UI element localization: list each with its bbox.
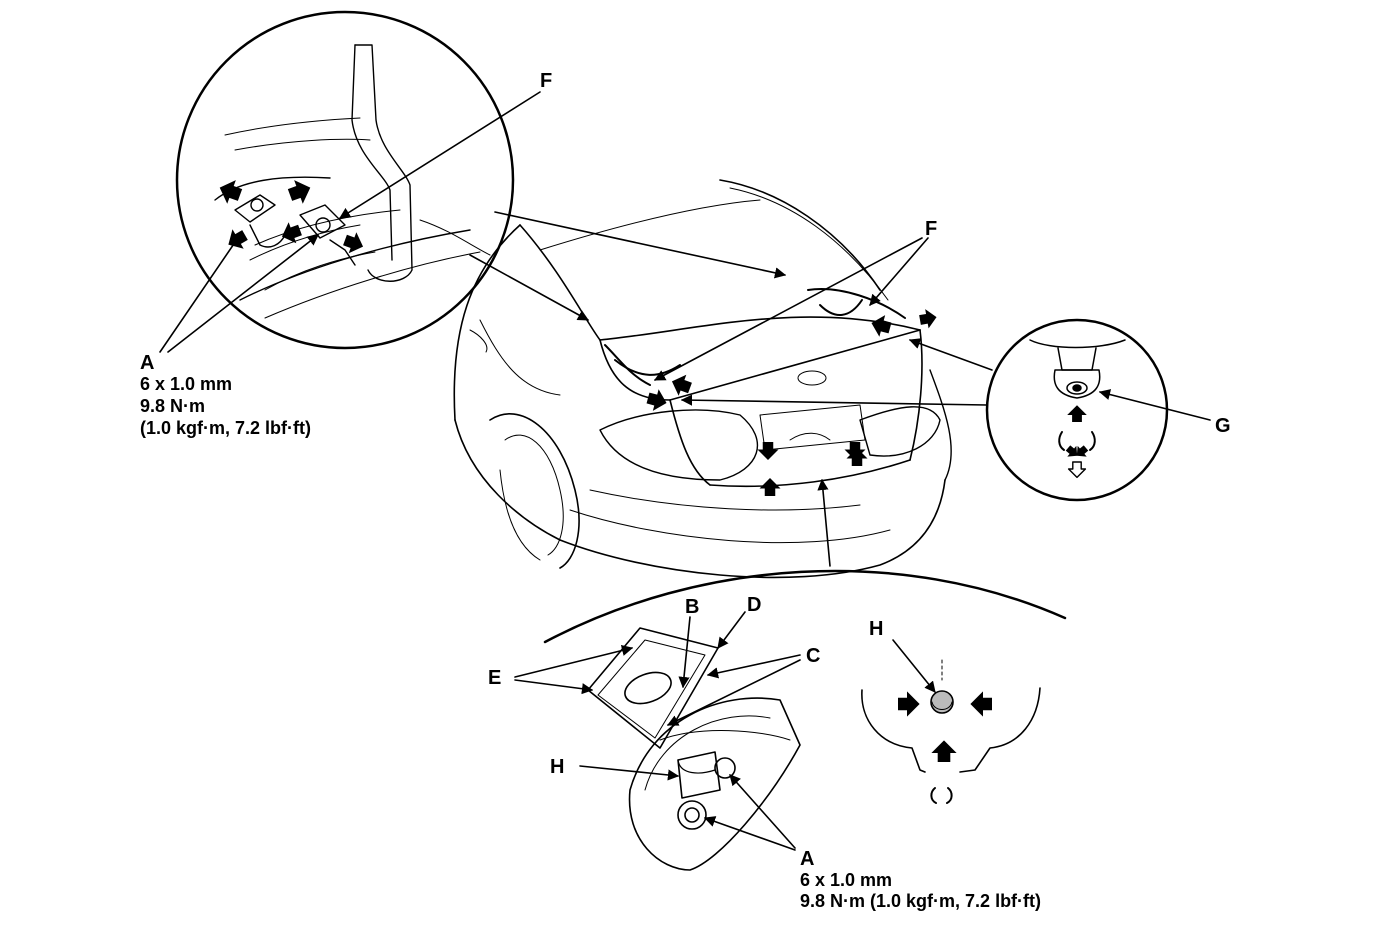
push-arrow-icon [969,690,993,718]
push-arrow-icon [930,739,958,763]
callout-a-top: A [140,352,155,374]
detail-cover [587,627,801,871]
push-arrow-icon [756,441,780,461]
callout-f-right: F [925,218,938,240]
callout-a-bottom: A [800,848,815,870]
callout-a-bottom-torque: 9.8 N·m (1.0 kgf·m, 7.2 lbf·ft) [800,891,1042,911]
detail-circle-clip [985,318,1169,502]
callout-a-top-torque: 9.8 N·m [140,396,206,416]
detail-circle-hinge [175,10,515,350]
callout-g: G [1215,415,1231,437]
push-arrow-icon [214,174,246,208]
release-arrow-icon [1067,461,1087,479]
detail-arc [543,569,1067,644]
callout-f-top: F [540,70,553,92]
callout-e: E [488,667,502,689]
callout-c: C [806,645,821,667]
car-rear-view [453,179,952,579]
callout-d: D [747,594,762,616]
callout-a-top-bolt-size: 6 x 1.0 mm [140,374,233,394]
callout-b: B [685,596,700,618]
push-arrow-icon [1066,404,1088,423]
leader-lines [159,91,1211,851]
callout-h-left: H [550,756,565,778]
detail-hinge-pin [861,659,1041,773]
push-arrow-icon [284,174,316,208]
release-arrow-icon [930,787,953,804]
push-arrow-icon [867,311,894,340]
push-arrow-icon [917,306,939,331]
push-arrow-icon [897,690,921,718]
callout-a-top-torque-alt: (1.0 kgf·m, 7.2 lbf·ft) [140,418,312,438]
callout-h-right: H [869,618,884,640]
push-arrow-icon [758,477,782,497]
callout-a-bottom-bolt-size: 6 x 1.0 mm [800,870,893,890]
